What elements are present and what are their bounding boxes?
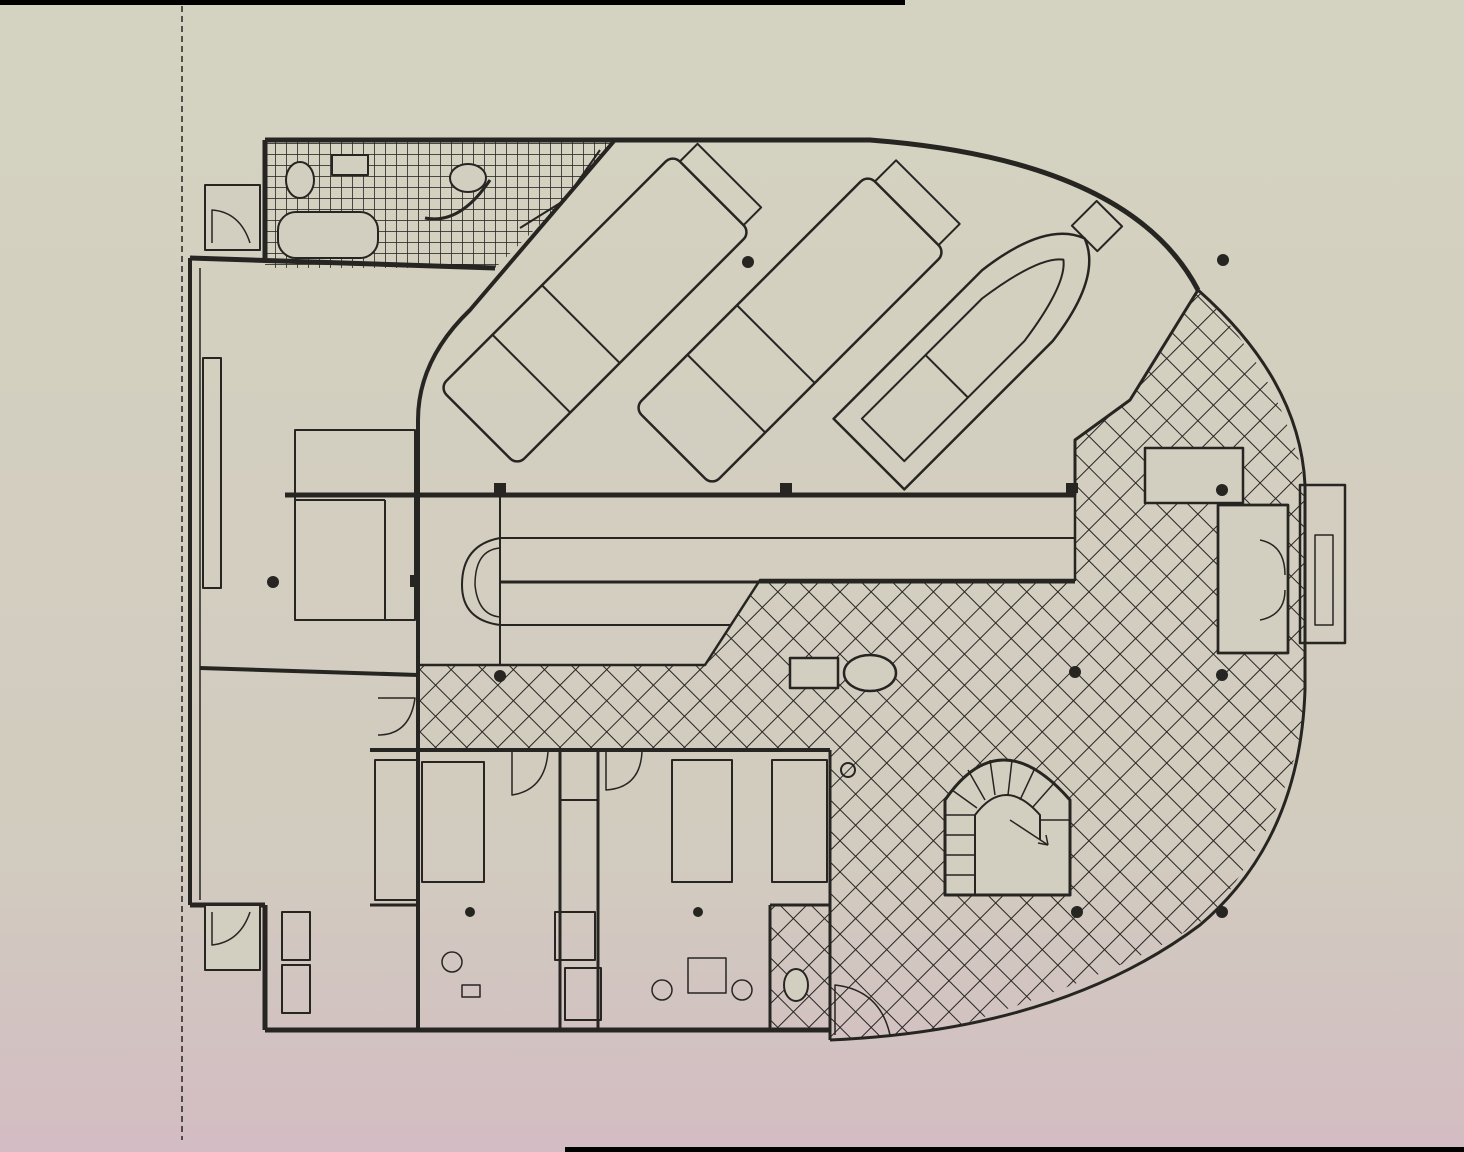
lobby-round-table: [843, 654, 897, 692]
door-swing-bottom-left: [211, 911, 251, 946]
bath-fixture-1: [554, 911, 596, 961]
lobby-diagonal-wall: [1073, 289, 1200, 495]
column-square: [1066, 483, 1078, 493]
wardrobe-left: [202, 357, 222, 589]
bed-bottom-1: [374, 759, 418, 901]
column-dot: [693, 907, 703, 917]
garage-diagonal-wall: [416, 138, 617, 750]
column-circle: [840, 762, 856, 778]
column-dot: [742, 256, 754, 268]
boat-right: [832, 199, 1124, 491]
column-square: [410, 575, 420, 587]
bathroom-sink: [449, 163, 487, 193]
ramp-outline: [420, 495, 1077, 667]
door-swing-mid-left: [377, 697, 416, 736]
column-dot: [465, 907, 475, 917]
bed-bottom-2: [421, 761, 485, 883]
frame-top-edge: [0, 0, 905, 5]
door-swing-top-left: [211, 209, 251, 244]
entrance-door-upper: [1259, 539, 1286, 576]
bed-left: [294, 429, 416, 621]
entrance-canopy: [1298, 483, 1347, 645]
frame-bottom-edge: [565, 1147, 1464, 1152]
wc-door-swing: [834, 984, 891, 1036]
entrance-door-lower: [1259, 589, 1286, 621]
bed-bottom-3: [671, 759, 733, 883]
washbasin-2: [651, 979, 673, 1001]
column-dot: [1071, 906, 1083, 918]
entrance-vestibule-fill: [1216, 503, 1290, 655]
reception-desk: [1144, 447, 1244, 504]
lobby-table: [789, 657, 839, 689]
bathroom-shelf: [331, 154, 369, 176]
entrance-vestibule: [1216, 503, 1290, 655]
curved-garage-wall: [615, 137, 1201, 292]
column-dot: [1216, 484, 1228, 496]
column-dot: [1217, 254, 1229, 266]
ramp-inner-curve: [474, 547, 501, 618]
column-dot: [267, 576, 279, 588]
column-square: [494, 483, 506, 493]
shower-1: [461, 984, 481, 998]
bathroom-toilet: [285, 161, 315, 199]
washbasin-1: [441, 951, 463, 973]
table-fill: [788, 656, 840, 690]
ramp-lane-upper: [461, 537, 1075, 626]
door-swing-bottom-1: [511, 751, 549, 796]
door-swing-bottom-2: [605, 751, 643, 791]
bed-bottom-4: [771, 759, 828, 883]
washbasin-3: [731, 979, 753, 1001]
shower-2: [687, 957, 727, 994]
wall-upper-horizontal: [189, 255, 496, 271]
bath-fixture-2: [564, 967, 602, 1021]
car-left: [442, 142, 763, 463]
column-dot: [1216, 669, 1228, 681]
locker-2: [281, 964, 311, 1014]
entrance-canopy-inner: [1314, 534, 1334, 626]
staircase: [943, 758, 1072, 897]
car-middle: [637, 159, 961, 483]
column-dots: [267, 254, 1229, 918]
bathroom-door-swing: [424, 179, 492, 221]
column-dot: [494, 670, 506, 682]
wc-toilet: [783, 968, 809, 1002]
curved-east-wall: [829, 288, 1307, 1042]
column-dot: [1216, 906, 1228, 918]
column-square: [780, 483, 792, 493]
garage-diagonal-inner: [519, 149, 601, 229]
hatch-wc-bottom: [770, 905, 830, 1030]
bathtub: [277, 211, 379, 259]
locker-1: [281, 911, 311, 961]
reception-desk-fill: [1143, 446, 1245, 505]
wall-mid-horizontal: [199, 666, 419, 677]
column-dot: [1069, 666, 1081, 678]
